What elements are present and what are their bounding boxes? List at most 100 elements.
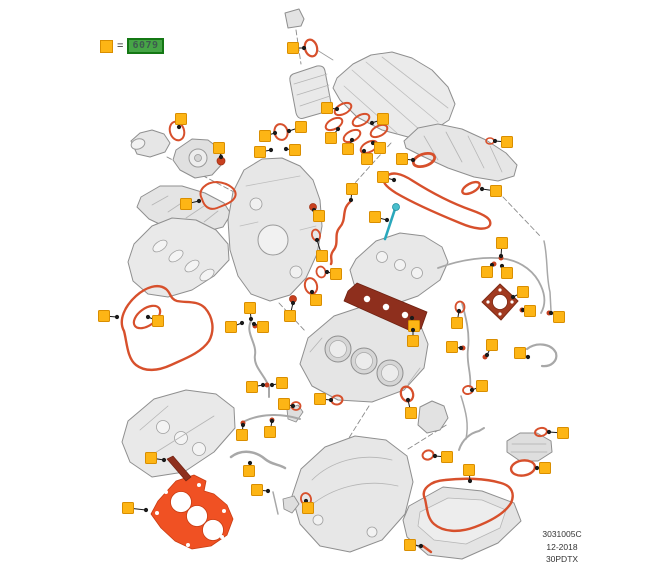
head-right-bore-1 (376, 251, 388, 263)
callout-anchor-dot (324, 269, 330, 275)
part-callout-marker[interactable] (405, 407, 417, 419)
part-callout-marker[interactable] (246, 381, 258, 393)
fuel-rail-tube (437, 256, 546, 314)
valve-cover-gasket-left (120, 285, 214, 372)
callout-anchor-dot (286, 128, 292, 134)
part-callout-marker[interactable] (251, 484, 263, 496)
head-left-bore-1 (156, 420, 170, 434)
block-bore-2-inner (355, 352, 373, 370)
part-callout-marker[interactable] (254, 146, 266, 158)
part-callout-marker[interactable] (316, 250, 328, 262)
part-callout-marker[interactable] (501, 267, 513, 279)
part-callout-marker[interactable] (501, 136, 513, 148)
part-callout-marker[interactable] (244, 302, 256, 314)
callout-anchor-dot (432, 453, 438, 459)
cam-cover-port-1 (152, 239, 168, 253)
part-callout-marker[interactable] (175, 113, 187, 125)
part-callout-marker[interactable] (369, 211, 381, 223)
cam-cover-port-3 (184, 259, 200, 273)
part-callout-marker[interactable] (377, 171, 389, 183)
cooler-o-ring-small (534, 426, 548, 438)
stud-bottom (272, 491, 279, 515)
part-callout-marker[interactable] (361, 153, 373, 165)
part-callout-marker[interactable] (284, 310, 296, 322)
part-callout-marker[interactable] (463, 464, 475, 476)
part-callout-marker[interactable] (314, 393, 326, 405)
part-callout-marker[interactable] (278, 398, 290, 410)
part-callout-marker[interactable] (122, 502, 134, 514)
part-callout-marker[interactable] (446, 341, 458, 353)
callout-anchor-dot (161, 457, 167, 463)
part-callout-marker[interactable] (321, 102, 333, 114)
callout-anchor-dot (218, 154, 224, 160)
part-callout-marker[interactable] (517, 286, 529, 298)
part-callout-marker[interactable] (264, 426, 276, 438)
part-callout-marker[interactable] (213, 142, 225, 154)
part-callout-marker[interactable] (404, 539, 416, 551)
oil-pump-pickup (417, 400, 449, 434)
callout-anchor-dot (405, 397, 411, 403)
front-cover-crank-bore (257, 224, 289, 256)
part-callout-marker[interactable] (441, 451, 453, 463)
part-callout-marker[interactable] (225, 321, 237, 333)
legend-part-code[interactable]: 6079 (127, 38, 164, 54)
callout-anchor-dot (268, 147, 274, 153)
part-callout-marker[interactable] (486, 339, 498, 351)
callout-anchor-dot (145, 314, 151, 320)
front-cover-bore-3 (289, 265, 303, 279)
part-callout-marker[interactable] (553, 311, 565, 323)
part-callout-marker[interactable] (374, 142, 386, 154)
part-callout-marker[interactable] (330, 268, 342, 280)
callout-anchor-dot (492, 138, 498, 144)
part-callout-marker[interactable] (289, 144, 301, 156)
callout-anchor-dot (510, 294, 516, 300)
teal-bolt-shaft (383, 207, 397, 241)
part-callout-marker[interactable] (180, 198, 192, 210)
part-callout-marker[interactable] (451, 317, 463, 329)
callout-anchor-dot (265, 488, 271, 494)
part-callout-marker[interactable] (310, 294, 322, 306)
part-callout-marker[interactable] (236, 429, 248, 441)
callout-anchor-dot (335, 126, 341, 132)
part-callout-marker[interactable] (302, 502, 314, 514)
callout-anchor-dot (534, 465, 540, 471)
part-callout-marker[interactable] (259, 130, 271, 142)
part-callout-marker[interactable] (481, 266, 493, 278)
callout-anchor-dot (290, 300, 296, 306)
part-callout-marker[interactable] (514, 347, 526, 359)
part-callout-marker[interactable] (346, 183, 358, 195)
part-callout-marker[interactable] (145, 452, 157, 464)
part-callout-marker[interactable] (152, 315, 164, 327)
part-callout-marker[interactable] (539, 462, 551, 474)
part-callout-marker[interactable] (407, 335, 419, 347)
part-callout-marker[interactable] (396, 153, 408, 165)
part-callout-marker[interactable] (243, 465, 255, 477)
part-callout-marker[interactable] (98, 310, 110, 322)
tube-left (248, 320, 270, 398)
o-ring-bottom-4 (421, 449, 435, 461)
head-gasket-right-hole-2 (382, 303, 390, 311)
part-callout-marker[interactable] (342, 143, 354, 155)
intake-port-seal-4 (324, 116, 344, 132)
callout-anchor-dot (248, 316, 254, 322)
part-callout-marker[interactable] (476, 380, 488, 392)
valve-cover-gasket-left-port (132, 304, 162, 330)
callout-anchor-dot (467, 478, 473, 484)
part-callout-marker[interactable] (313, 210, 325, 222)
part-callout-marker[interactable] (377, 113, 389, 125)
oil-filter-ribs (293, 73, 331, 107)
part-callout-marker[interactable] (524, 305, 536, 317)
part-callout-marker[interactable] (257, 321, 269, 333)
part-callout-marker[interactable] (287, 42, 299, 54)
water-pump-gasket (199, 181, 237, 210)
part-callout-marker[interactable] (490, 185, 502, 197)
callout-anchor-dot (546, 429, 552, 435)
callout-anchor-dot (498, 253, 504, 259)
part-callout-marker[interactable] (295, 121, 307, 133)
callout-anchor-dot (143, 507, 149, 513)
part-callout-marker[interactable] (496, 237, 508, 249)
part-callout-marker[interactable] (325, 132, 337, 144)
part-callout-marker[interactable] (557, 427, 569, 439)
part-callout-marker[interactable] (276, 377, 288, 389)
